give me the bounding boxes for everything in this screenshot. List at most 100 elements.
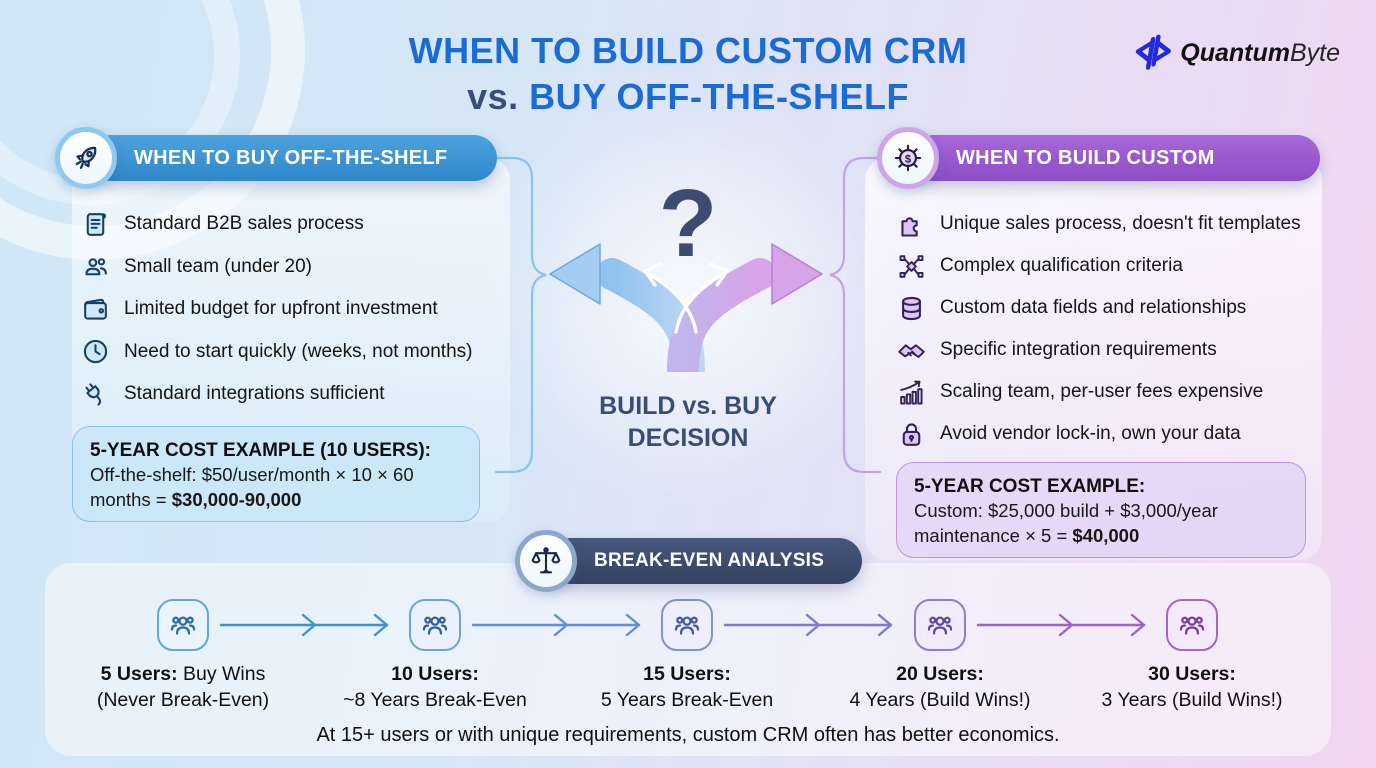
- page-title-line2: vs. BUY OFF-THE-SHELF: [0, 74, 1376, 120]
- build-cost-text: Custom: $25,000 build + $3,000/year main…: [914, 500, 1218, 546]
- buy-cost-body: Off-the-shelf: $50/user/month × 10 × 60 …: [90, 463, 462, 512]
- node-users-count: 5 Users:: [100, 663, 178, 685]
- list-item: Custom data fields and relationships: [896, 287, 1336, 329]
- fork-arrows-graphic: [549, 243, 823, 372]
- timeline-node-label: 5 Users: Buy Wins (Never Break-Even): [58, 662, 308, 713]
- timeline-node-label: 10 Users: ~8 Years Break-Even: [310, 662, 560, 713]
- node-breakeven-text: ~8 Years Break-Even: [343, 688, 527, 711]
- list-item: Complex qualification criteria: [896, 245, 1336, 287]
- gear-dollar-icon: $: [894, 144, 922, 172]
- list-item-text: Scaling team, per-user fees expensive: [940, 381, 1264, 402]
- list-item-text: Need to start quickly (weeks, not months…: [124, 340, 473, 362]
- brand-name-bold: Quantum: [1180, 38, 1290, 67]
- buy-cost-amount: $30,000-90,000: [171, 488, 302, 510]
- users-group-icon: [661, 599, 713, 651]
- svg-text:$: $: [905, 153, 912, 165]
- timeline-arrow: [976, 613, 1146, 637]
- brand-name-light: Byte: [1289, 38, 1340, 67]
- list-item: Limited budget for upfront investment: [80, 288, 500, 331]
- team-icon: [80, 251, 111, 282]
- scroll-icon: [80, 209, 111, 240]
- decision-label: BUILD vs. BUY DECISION: [0, 390, 1376, 454]
- buy-items-list: Standard B2B sales process Small team (u…: [80, 203, 500, 416]
- list-item-text: Standard integrations sufficient: [124, 383, 385, 405]
- buy-header-pill: WHEN TO BUY OFF-THE-SHELF: [88, 135, 497, 181]
- page-title-line1: WHEN TO BUILD CUSTOM CRM: [408, 30, 968, 71]
- page-title: WHEN TO BUILD CUSTOM CRM vs. BUY OFF-THE…: [0, 28, 1376, 120]
- list-item-text: Specific integration requirements: [940, 339, 1217, 360]
- timeline-arrow: [471, 613, 641, 637]
- timeline-node-label: 15 Users: 5 Years Break-Even: [562, 662, 812, 713]
- buy-connector-bracket: [494, 156, 547, 474]
- flow-icon: [896, 251, 927, 282]
- node-breakeven-text: 4 Years (Build Wins!): [849, 688, 1031, 711]
- puzzle-icon: [896, 209, 927, 240]
- lock-icon: [896, 419, 927, 450]
- node-users-count: 10 Users:: [391, 663, 479, 685]
- breakeven-header-pill: BREAK-EVEN ANALYSIS: [548, 538, 862, 584]
- list-item: Standard integrations sufficient: [80, 373, 500, 416]
- list-item-text: Limited budget for upfront investment: [124, 298, 438, 320]
- title-line2-text: BUY OFF-THE-SHELF: [529, 76, 909, 117]
- question-mark: ?: [658, 170, 718, 277]
- breakeven-footnote: At 15+ users or with unique requirements…: [316, 724, 1060, 746]
- buy-cost-example-box: 5-YEAR COST EXAMPLE (10 USERS): Off-the-…: [72, 426, 480, 522]
- node-result: Buy Wins: [177, 663, 266, 685]
- users-group-icon: [157, 599, 209, 651]
- build-header-badge: $: [877, 127, 939, 189]
- list-item: Scaling team, per-user fees expensive: [896, 371, 1336, 413]
- node-users-count: 30 Users:: [1148, 663, 1236, 685]
- list-item-text: Small team (under 20): [124, 255, 312, 277]
- growth-chart-icon: [896, 377, 927, 408]
- timeline-node-label: 30 Users: 3 Years (Build Wins!): [1067, 662, 1317, 713]
- list-item: Specific integration requirements: [896, 329, 1336, 371]
- node-users-count: 20 Users:: [896, 663, 984, 685]
- breakeven-card: 5 Users: Buy Wins (Never Break-Even) 10 …: [45, 563, 1331, 756]
- list-item: Need to start quickly (weeks, not months…: [80, 331, 500, 374]
- build-connector-bracket: [829, 156, 882, 474]
- brand-logo: QuantumByte: [1132, 32, 1340, 74]
- quantumbyte-logo-icon: [1136, 34, 1172, 70]
- list-item-text: Custom data fields and relationships: [940, 297, 1247, 318]
- node-breakeven-text: (Never Break-Even): [96, 688, 270, 711]
- buy-cost-title: 5-YEAR COST EXAMPLE (10 USERS):: [90, 440, 431, 461]
- rocket-icon: [75, 146, 97, 169]
- decision-line1: BUILD vs. BUY: [599, 392, 777, 420]
- build-header-pill: WHEN TO BUILD CUSTOM: [910, 135, 1320, 181]
- buy-header-label: WHEN TO BUY OFF-THE-SHELF: [134, 146, 448, 169]
- breakeven-header-badge: [515, 530, 577, 592]
- decision-line2: DECISION: [627, 424, 749, 452]
- database-icon: [896, 293, 927, 324]
- clock-icon: [80, 336, 111, 367]
- build-header-label: WHEN TO BUILD CUSTOM: [956, 146, 1215, 169]
- title-vs-text: vs.: [467, 76, 530, 117]
- wallet-icon: [80, 294, 111, 325]
- build-cost-body: Custom: $25,000 build + $3,000/year main…: [914, 499, 1288, 548]
- breakeven-header-label: BREAK-EVEN ANALYSIS: [594, 550, 825, 571]
- brand-wordmark: QuantumByte: [1180, 39, 1340, 68]
- build-items-list: Unique sales process, doesn't fit templa…: [896, 203, 1336, 455]
- node-users-count: 15 Users:: [643, 663, 731, 685]
- node-breakeven-text: 5 Years Break-Even: [600, 688, 774, 711]
- list-item-text: Complex qualification criteria: [940, 255, 1183, 276]
- list-item: Small team (under 20): [80, 246, 500, 289]
- plug-icon: [80, 379, 111, 410]
- buy-header-badge: [55, 127, 117, 189]
- users-group-icon: [1166, 599, 1218, 651]
- timeline-arrow: [219, 613, 389, 637]
- list-item-text: Standard B2B sales process: [124, 213, 364, 235]
- timeline-arrow: [723, 613, 893, 637]
- build-cost-amount: $40,000: [1072, 524, 1140, 546]
- scale-icon: [531, 547, 561, 574]
- handshake-icon: [896, 335, 927, 366]
- node-breakeven-text: 3 Years (Build Wins!): [1101, 688, 1283, 711]
- list-item-text: Avoid vendor lock-in, own your data: [940, 423, 1241, 444]
- build-cost-title: 5-YEAR COST EXAMPLE:: [914, 476, 1146, 497]
- users-group-icon: [914, 599, 966, 651]
- list-item: Avoid vendor lock-in, own your data: [896, 413, 1336, 455]
- buy-cost-text: Off-the-shelf: $50/user/month × 10 × 60 …: [90, 464, 414, 510]
- list-item: Unique sales process, doesn't fit templa…: [896, 203, 1336, 245]
- list-item-text: Unique sales process, doesn't fit templa…: [940, 213, 1301, 234]
- timeline-node-label: 20 Users: 4 Years (Build Wins!): [815, 662, 1065, 713]
